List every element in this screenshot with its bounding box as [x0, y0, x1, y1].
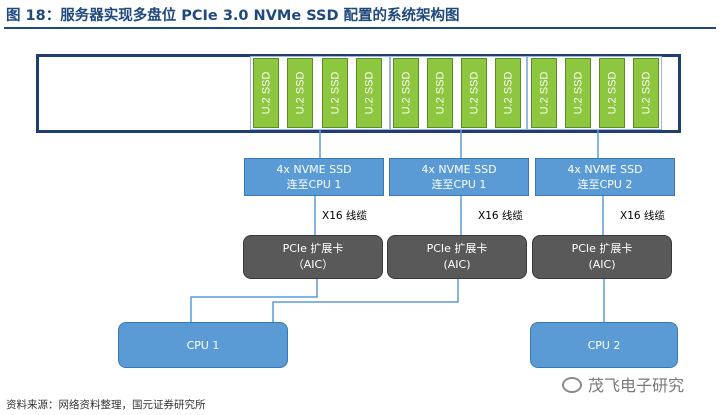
- ssd-slot-4: U.2 SSD: [356, 58, 382, 128]
- source-note: 资料来源：网络资料整理，国元证券研究所: [6, 399, 206, 411]
- ssd-slot-10: U.2 SSD: [565, 58, 591, 128]
- ssd-slot-7: U.2 SSD: [461, 58, 487, 128]
- nvme-box-2-line1: 4x NVME SSD: [421, 163, 497, 176]
- cable-label-3: X16 线缆: [620, 210, 665, 222]
- watermark: 茂飞电子研究: [562, 372, 684, 396]
- aic-1-line1: PCIe 扩展卡: [282, 242, 344, 255]
- ssd-slot-12: U.2 SSD: [633, 58, 659, 128]
- aic-1-line2: （AIC）: [292, 258, 334, 271]
- ssd-group-3: [527, 56, 662, 130]
- cable-label-2: X16 线缆: [478, 210, 523, 222]
- nvme-box-2-line2: 连至CPU 1: [431, 178, 487, 191]
- nvme-box-1-line1: 4x NVME SSD: [276, 163, 352, 176]
- aic-card-1: PCIe 扩展卡 （AIC）: [243, 235, 383, 279]
- nvme-group-box-3: 4x NVME SSD 连至CPU 2: [535, 158, 675, 196]
- aic-2-line1: PCIe 扩展卡: [426, 242, 488, 255]
- aic-3-line2: (AIC): [588, 258, 616, 271]
- ssd-slot-6: U.2 SSD: [427, 58, 453, 128]
- nvme-group-box-2: 4x NVME SSD 连至CPU 1: [389, 158, 529, 196]
- aic-card-3: PCIe 扩展卡 (AIC): [532, 235, 672, 279]
- cable-label-1: X16 线缆: [322, 210, 367, 222]
- cpu-2-label: CPU 2: [587, 338, 621, 352]
- ssd-group-2: [390, 56, 527, 130]
- watermark-text: 茂飞电子研究: [588, 376, 685, 395]
- nvme-box-1-line2: 连至CPU 1: [286, 178, 342, 191]
- ssd-slot-5: U.2 SSD: [393, 58, 419, 128]
- aic-3-line1: PCIe 扩展卡: [571, 242, 633, 255]
- nvme-box-3-line2: 连至CPU 2: [577, 178, 633, 191]
- aic-card-2: PCIe 扩展卡 (AIC): [387, 235, 527, 279]
- cpu-1-box: CPU 1: [118, 322, 288, 368]
- wechat-icon: [562, 377, 582, 393]
- ssd-slot-2: U.2 SSD: [287, 58, 313, 128]
- nvme-group-box-1: 4x NVME SSD 连至CPU 1: [244, 158, 384, 196]
- ssd-group-1: [250, 56, 390, 130]
- cpu-1-label: CPU 1: [186, 338, 220, 352]
- ssd-slot-1: U.2 SSD: [253, 58, 279, 128]
- ssd-slot-8: U.2 SSD: [495, 58, 521, 128]
- nvme-box-3-line1: 4x NVME SSD: [567, 163, 643, 176]
- ssd-slot-9: U.2 SSD: [531, 58, 557, 128]
- cpu-2-box: CPU 2: [530, 322, 678, 368]
- title-rule: [4, 27, 716, 29]
- ssd-slot-3: U.2 SSD: [322, 58, 348, 128]
- figure-title: 图 18：服务器实现多盘位 PCIe 3.0 NVMe SSD 配置的系统架构图: [6, 8, 460, 24]
- ssd-slot-11: U.2 SSD: [599, 58, 625, 128]
- aic-2-line2: (AIC): [443, 258, 471, 271]
